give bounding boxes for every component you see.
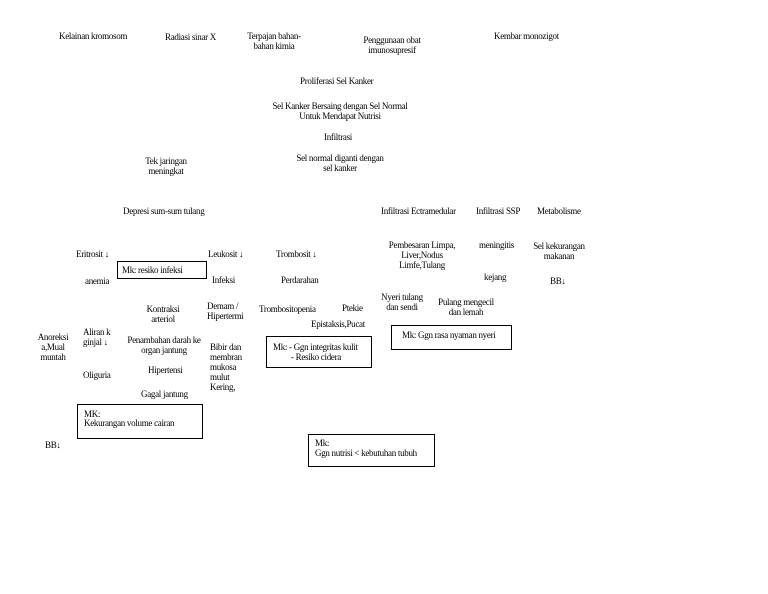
node-arteriole-contraction-line1: Kontraksi xyxy=(146,304,180,314)
node-thrombocytopenia: Trombositopenia xyxy=(259,304,316,314)
node-tissue-pressure: Tek jaringan meningkat xyxy=(136,156,196,176)
diagnosis-skin-integrity: Mk: - Ggn integritas kulit xyxy=(273,342,358,352)
node-heart-failure: Gagal jantung xyxy=(141,389,188,399)
node-compete-line2: Untuk Mendapat Nutrisi xyxy=(299,111,381,121)
node-erythrocyte: Eritrosit ↓ xyxy=(76,249,109,259)
node-cell-starvation-line2: makanan xyxy=(543,251,575,261)
node-anorexia-line3: muntah xyxy=(40,352,66,362)
node-leukocyte: Leukosit ↓ xyxy=(208,249,244,259)
node-compete-line1: Sel Kanker Bersaing dengan Sel Normal xyxy=(272,101,408,111)
diagnosis-infection-risk-box: Mk: resiko infeksi xyxy=(117,261,207,279)
diagnosis-fluid-label: MK: xyxy=(84,409,101,419)
node-heart-load-line2: organ jantung xyxy=(141,345,187,355)
node-tissue-pressure-line2: meningkat xyxy=(148,166,184,176)
node-tissue-pressure-line1: Tek jaringan xyxy=(145,156,187,166)
node-marrow-depression: Depresi sum-sum tulang xyxy=(123,206,205,216)
node-seizure: kejang xyxy=(484,272,507,282)
diagnosis-injury-risk: - Resiko cidera xyxy=(291,352,341,362)
node-cells-replaced: Sel normal diganti dengan sel kanker xyxy=(288,153,392,173)
cause-immunosuppressant: Penggunaan obat imunosupresif xyxy=(355,35,429,55)
node-dry-mucosa-line1: Bibir dan xyxy=(210,342,242,352)
node-infiltration: Infiltrasi xyxy=(324,132,352,142)
node-weakness-line1: Pulang mengecil xyxy=(438,297,494,307)
node-organ-enlargement-line1: Pembesaran Limpa, xyxy=(388,240,456,250)
node-weakness: Pulang mengecil dan lemah xyxy=(433,297,499,317)
node-weight-loss-1: BB↓ xyxy=(550,276,566,286)
diagnosis-infection-risk: Mk: resiko infeksi xyxy=(122,265,183,275)
node-hypertension: Hipertensi xyxy=(148,365,183,375)
node-anorexia-line1: Anoreksi xyxy=(37,332,69,342)
node-heart-load-line1: Penambahan darah ke xyxy=(127,335,201,345)
node-thrombocyte: Trombosit ↓ xyxy=(276,249,317,259)
node-fever-line2: Hipertermi xyxy=(207,311,244,321)
node-anemia: anemia xyxy=(85,276,110,286)
node-extramedullary: Infiltrasi Ectramedular xyxy=(381,206,456,216)
node-dry-mucosa-line3: mukosa xyxy=(210,362,237,372)
diagnosis-nutrition-box: Mk: Ggn nutrisi < kebutuhan tubuh xyxy=(308,434,435,467)
node-weakness-line2: dan lemah xyxy=(448,307,484,317)
diagnosis-fluid: Kekurangan volume cairan xyxy=(84,418,175,428)
node-oliguria: Oliguria xyxy=(83,370,111,380)
node-organ-enlargement-line2: Liver,Nodus xyxy=(401,250,443,260)
diagnosis-comfort-box: Mk: Ggn rasa nyaman nyeri xyxy=(391,325,512,350)
node-cell-starvation: Sel kekurangan makanan xyxy=(528,241,590,261)
cause-chemicals-line1: Terpajan bahan- xyxy=(247,31,301,41)
node-anorexia: Anoreksi a,Mual muntah xyxy=(33,332,73,362)
node-infection: Infeksi xyxy=(212,275,235,285)
node-organ-enlargement: Pembesaran Limpa, Liver,Nodus Limfe,Tula… xyxy=(384,240,460,270)
node-metabolism: Metabolisme xyxy=(537,206,581,216)
node-anorexia-line2: a,Mual xyxy=(41,342,65,352)
node-bone-pain-line2: dan sendi xyxy=(386,302,418,312)
cause-immunosuppressant-line2: imunosupresif xyxy=(368,45,416,55)
node-compete: Sel Kanker Bersaing dengan Sel Normal Un… xyxy=(262,101,418,121)
diagnosis-comfort: Mk: Ggn rasa nyaman nyeri xyxy=(402,330,496,340)
diagnosis-fluid-box: MK: Kekurangan volume cairan xyxy=(77,404,203,439)
node-heart-load: Penambahan darah ke organ jantung xyxy=(121,335,207,355)
node-cells-replaced-line2: sel kanker xyxy=(323,163,357,173)
node-dry-mucosa-line2: membran xyxy=(210,352,242,362)
node-bone-pain-line1: Nyeri tulang xyxy=(381,292,423,302)
cause-chromosome: Kelainan kromosom xyxy=(59,31,128,41)
node-cells-replaced-line1: Sel normal diganti dengan xyxy=(296,153,384,163)
node-kidney-flow-line2: ginjal ↓ xyxy=(83,337,108,347)
diagnosis-skin-integrity-box: Mk: - Ggn integritas kulit - Resiko cide… xyxy=(266,336,372,368)
node-cns-infiltration: Infiltrasi SSP xyxy=(476,206,521,216)
node-bone-pain: Nyeri tulang dan sendi xyxy=(375,292,429,312)
node-dry-mucosa-line5: Kering, xyxy=(210,382,236,392)
node-petechiae: Ptekie xyxy=(342,303,363,313)
node-dry-mucosa: Bibir dan membran mukosa mulut Kering, xyxy=(210,342,242,392)
node-epistaxis: Epistaksis,Pucat xyxy=(311,319,365,329)
node-proliferation: Proliferasi Sel Kanker xyxy=(300,76,374,86)
cause-radiation: Radiasi sinar X xyxy=(165,32,216,42)
node-weight-loss-2: BB↓ xyxy=(45,440,61,450)
diagnosis-nutrition: Ggn nutrisi < kebutuhan tubuh xyxy=(315,448,417,458)
cause-twin: Kembar monozigot xyxy=(494,31,559,41)
node-kidney-flow-line1: Aliran k xyxy=(83,327,111,337)
cause-immunosuppressant-line1: Penggunaan obat xyxy=(363,35,421,45)
cause-chemicals-line2: bahan kimia xyxy=(253,41,295,51)
node-arteriole-contraction: Kontraksi arteriol xyxy=(138,304,188,324)
node-meningitis: meningitis xyxy=(479,240,514,250)
node-arteriole-contraction-line2: arteriol xyxy=(151,314,175,324)
node-cell-starvation-line1: Sel kekurangan xyxy=(533,241,585,251)
diagnosis-nutrition-label: Mk: xyxy=(315,438,330,448)
node-bleeding: Perdarahan xyxy=(281,275,319,285)
node-fever-line1: Demam / xyxy=(207,301,239,311)
node-organ-enlargement-line3: Limfe,Tulang xyxy=(399,260,445,270)
node-fever: Demam / Hipertermi xyxy=(207,301,244,321)
node-kidney-flow: Aliran k ginjal ↓ xyxy=(83,327,111,347)
cause-chemicals: Terpajan bahan- bahan kimia xyxy=(240,31,308,51)
node-dry-mucosa-line4: mulut xyxy=(210,372,230,382)
